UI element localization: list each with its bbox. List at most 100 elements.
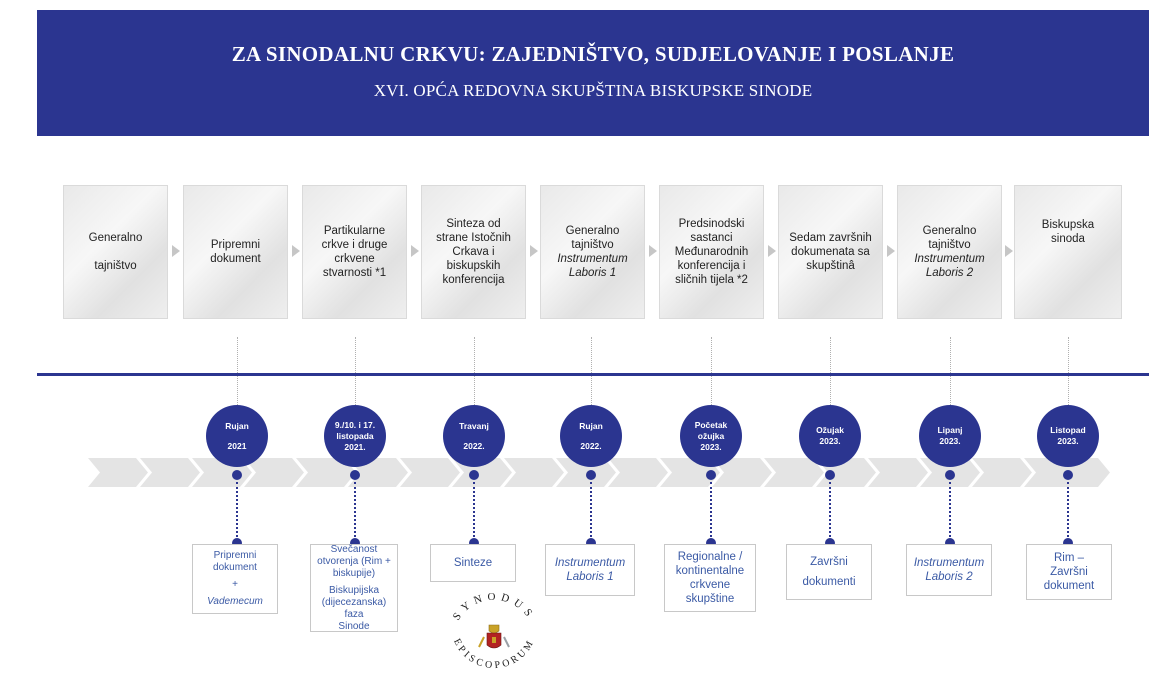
connector-line (591, 376, 592, 405)
output-4-line-1: Instrumentum (554, 557, 626, 569)
marker-dot (945, 538, 955, 548)
milestone-5-line-3: 2023. (700, 441, 722, 452)
connector-line (237, 337, 238, 373)
output-box-8: Rim – Završni dokument (1026, 544, 1112, 600)
output-5-line-2: kontinentalne (675, 565, 745, 577)
output-6-line-2: dokumenti (802, 576, 856, 588)
connector-line (355, 337, 356, 373)
marker-dot (1063, 470, 1073, 480)
connector-line (830, 376, 831, 405)
stage-7-line-2: dokumenata sa (791, 246, 870, 258)
milestone-6-line-1: Ožujak (816, 425, 844, 435)
stage-9-line-1: Biskupska (1041, 219, 1095, 231)
output-5-line-3: crkvene (689, 579, 731, 591)
output-6-line-1: Završni (810, 556, 848, 568)
svg-text:SYNODUS: SYNODUS (451, 591, 538, 623)
connector-line (1067, 482, 1069, 537)
marker-dot (1063, 538, 1073, 548)
output-box-5: Regionalne / kontinentalne crkvene skupš… (664, 544, 756, 612)
output-5-line-4: skupštine (685, 593, 735, 605)
stage-3-line-2: crkve i druge (321, 239, 388, 251)
chevron-icon (400, 458, 460, 487)
connector-line (473, 482, 475, 537)
stage-card-3: Partikularne crkve i druge crkvene stvarnos… (302, 185, 407, 319)
stage-1-line-3: tajništvo (94, 260, 137, 272)
marker-dot (706, 538, 716, 548)
stage-5-line-3: Instrumentum (557, 253, 628, 265)
stage-4-line-2: strane Istočnih (436, 232, 511, 244)
header-subtitle: XVI. OPĆA REDOVNA SKUPŠTINA BISKUPSKE SI… (373, 81, 813, 100)
marker-dot (232, 470, 242, 480)
connector-line (474, 337, 475, 373)
seal-top-text: SYNODUS (451, 591, 533, 623)
milestone-7-line-2: 2023. (939, 436, 961, 446)
stage-arrow-icon (649, 245, 657, 257)
stage-3-line-3: crkvene (334, 253, 375, 265)
milestone-4-line-1: Rujan (579, 420, 603, 431)
papal-emblem-icon (478, 624, 510, 649)
connector-line (711, 337, 712, 373)
stage-5-line-2: tajništvo (571, 239, 614, 251)
marker-dot (469, 470, 479, 480)
milestone-2-line-3: 2021. (344, 441, 366, 452)
stage-6-line-1: Predsinodski (678, 218, 745, 230)
marker-dot (586, 470, 596, 480)
stage-8-line-4: Laboris 2 (925, 267, 974, 279)
marker-dot (825, 538, 835, 548)
output-2-line-4: Biskupijska (328, 584, 380, 596)
milestone-4: Rujan 2022. (560, 405, 622, 467)
output-box-3: Sinteze (430, 544, 516, 582)
marker-dot (586, 538, 596, 548)
stage-arrow-icon (172, 245, 180, 257)
header-banner: ZA SINODALNU CRKVU: ZAJEDNIŠTVO, SUDJELO… (37, 10, 1149, 136)
milestone-7-line-1: Lipanj (937, 425, 963, 435)
marker-dot (350, 470, 360, 480)
stage-4-line-1: Sinteza od (446, 218, 501, 230)
milestone-6-line-2: 2023. (819, 436, 841, 446)
connector-line (950, 376, 951, 405)
output-8-line-3: dokument (1043, 580, 1095, 592)
stage-8-line-2: tajništvo (928, 239, 971, 251)
connector-line (829, 482, 831, 537)
milestone-2-line-2: listopada (336, 430, 374, 441)
connector-line (830, 337, 831, 373)
output-2-line-1: Svečanost (330, 543, 378, 555)
stage-arrow-icon (1005, 245, 1013, 257)
chevron-band (88, 458, 1110, 487)
stage-8-line-3: Instrumentum (914, 253, 985, 265)
stage-4-line-4: biskupskih (446, 260, 501, 272)
stage-4-line-3: Crkava i (452, 246, 495, 258)
milestone-3-line-1: Travanj (459, 420, 489, 431)
stage-arrow-icon (768, 245, 776, 257)
connector-line (591, 337, 592, 373)
milestone-4-line-2: 2022. (580, 440, 602, 451)
connector-line (237, 376, 238, 405)
output-4-line-2: Laboris 1 (566, 571, 614, 583)
stage-7-line-3: skupštinâ (806, 260, 855, 272)
output-2-line-2: otvorenja (Rim + (317, 555, 391, 567)
output-5-line-1: Regionalne / (677, 551, 743, 563)
connector-line (949, 482, 951, 537)
connector-line (474, 376, 475, 405)
milestone-6: Ožujak 2023. (799, 405, 861, 467)
milestone-3-line-2: 2022. (463, 440, 485, 451)
milestone-7: Lipanj 2023. (919, 405, 981, 467)
stage-arrow-icon (887, 245, 895, 257)
milestone-1-line-1: Rujan (225, 420, 249, 431)
output-1-line-3: + (232, 579, 238, 590)
output-1-line-1: Pripremni (213, 550, 257, 561)
connector-line (236, 482, 238, 537)
stage-3-line-1: Partikularne (323, 225, 386, 237)
milestone-1: Rujan 2021 (206, 405, 268, 467)
stage-3-line-4: stvarnosti *1 (322, 267, 387, 279)
milestone-5-line-2: ožujka (697, 430, 725, 441)
connector-line (950, 337, 951, 373)
output-8-line-2: Završni (1050, 566, 1088, 578)
connector-line (354, 482, 356, 537)
